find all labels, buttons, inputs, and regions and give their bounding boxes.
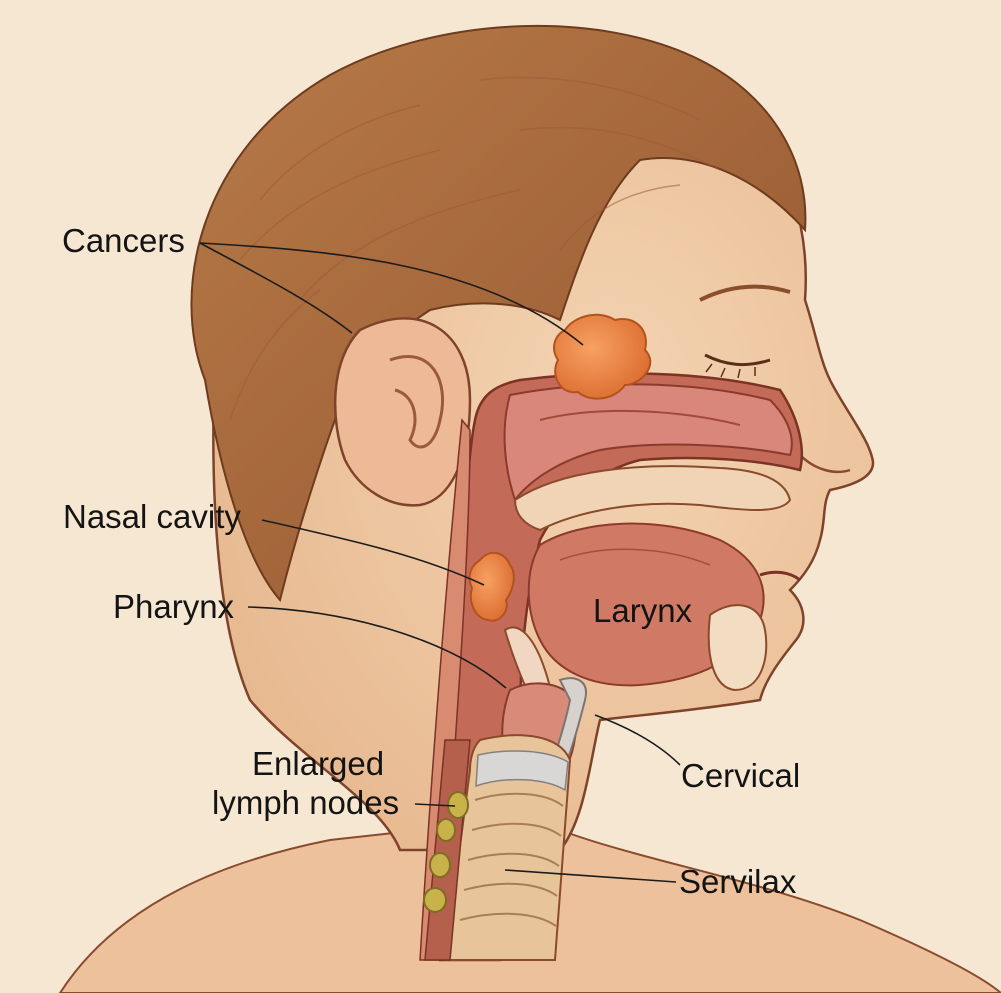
label-enlarged: Enlarged bbox=[252, 745, 384, 782]
leader-servilax bbox=[504, 869, 677, 883]
lymph-nodes bbox=[423, 791, 469, 913]
label-nasal-cavity: Nasal cavity bbox=[63, 498, 241, 535]
leader-lymph bbox=[414, 803, 456, 807]
lymph-node bbox=[423, 887, 447, 913]
leader-nasal-cavity bbox=[261, 519, 485, 586]
ear bbox=[333, 317, 472, 507]
label-servilax: Servilax bbox=[679, 863, 797, 900]
trachea bbox=[443, 734, 572, 961]
lymph-node bbox=[429, 852, 451, 878]
hard-palate bbox=[513, 465, 792, 532]
label-lymph-nodes: lymph nodes bbox=[212, 784, 399, 821]
lymph-node bbox=[436, 818, 456, 842]
leader-cancers-upper bbox=[199, 242, 584, 346]
tumor-lower bbox=[468, 551, 515, 622]
tumor-upper bbox=[553, 313, 652, 400]
nostril bbox=[799, 454, 851, 474]
hair bbox=[190, 24, 807, 603]
label-larynx: Larynx bbox=[593, 592, 693, 629]
label-pharynx: Pharynx bbox=[113, 588, 235, 625]
label-cervical: Cervical bbox=[681, 757, 800, 794]
label-cancers: Cancers bbox=[62, 222, 185, 259]
eyebrow bbox=[699, 284, 791, 302]
jaw-bone bbox=[707, 604, 768, 692]
leader-cervical bbox=[594, 714, 681, 766]
ear-inner bbox=[389, 354, 445, 449]
leader-lines bbox=[199, 242, 681, 883]
closed-eye bbox=[704, 353, 771, 366]
leader-cancers-ear bbox=[199, 242, 353, 334]
leader-pharynx bbox=[247, 606, 507, 689]
lips bbox=[759, 570, 801, 582]
